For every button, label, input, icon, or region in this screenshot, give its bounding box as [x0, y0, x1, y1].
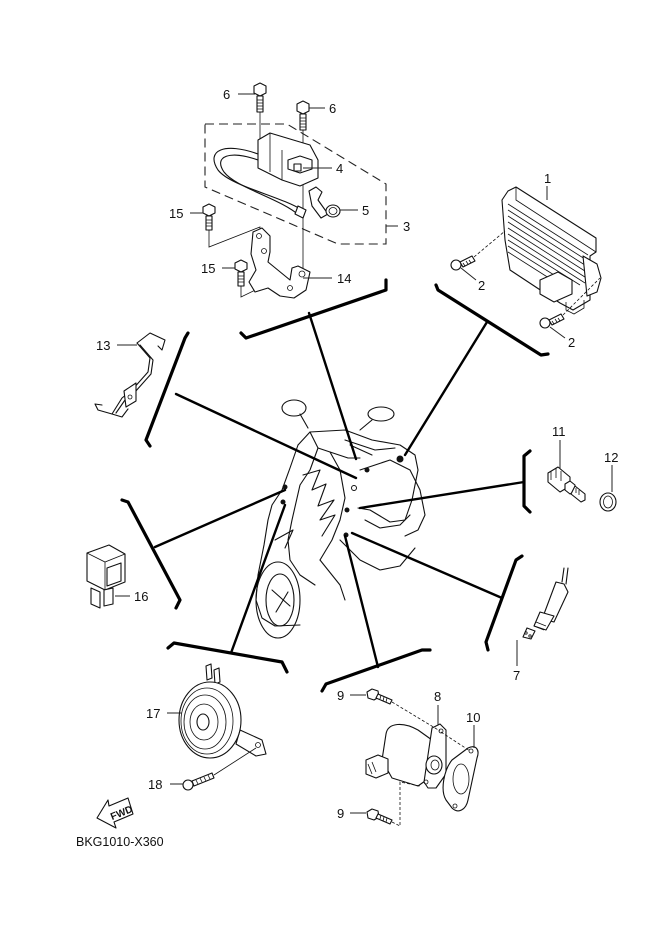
- ignition-coil-group: [202, 82, 387, 299]
- callout-10[interactable]: 10: [466, 710, 480, 725]
- callout-3[interactable]: 3: [403, 219, 410, 234]
- forward-direction-arrow: FWD: [96, 797, 134, 829]
- gasket-drawing[interactable]: [442, 746, 479, 812]
- leader-lines: [115, 93, 613, 814]
- callout-brackets: [120, 278, 550, 693]
- location-markers: [280, 455, 404, 538]
- scooter-drawing: [255, 399, 426, 639]
- assembly-outline: [204, 123, 387, 245]
- bolt-icon[interactable]: [366, 688, 441, 732]
- callout-2[interactable]: 2: [568, 335, 575, 350]
- diagram-code: BKG1010-X360: [76, 835, 164, 849]
- callout-9[interactable]: 9: [337, 806, 344, 821]
- callout-18[interactable]: 18: [148, 777, 162, 792]
- callout-labels: 1 2 2 3 4 5 6 6 7 8 9 9 10 11 12 13 14 1…: [96, 87, 618, 821]
- callout-11[interactable]: 11: [552, 424, 566, 439]
- bolt-icon[interactable]: [253, 82, 267, 145]
- gasket-washer-drawing[interactable]: [599, 492, 617, 512]
- relay-drawing[interactable]: [86, 544, 126, 609]
- callout-17[interactable]: 17: [146, 706, 160, 721]
- callout-1[interactable]: 1: [544, 171, 551, 186]
- callout-16[interactable]: 16: [134, 589, 148, 604]
- callout-4[interactable]: 4: [336, 161, 343, 176]
- bolt-icon[interactable]: [202, 203, 216, 231]
- idle-control-valve-drawing[interactable]: [365, 723, 447, 789]
- callout-14[interactable]: 14: [337, 271, 351, 286]
- oxygen-sensor-drawing[interactable]: [522, 567, 569, 640]
- bolt-icon[interactable]: [182, 747, 257, 791]
- callout-6[interactable]: 6: [329, 101, 336, 116]
- ignition-coil-drawing[interactable]: [213, 132, 341, 219]
- callout-15[interactable]: 15: [169, 206, 183, 221]
- callout-2[interactable]: 2: [478, 278, 485, 293]
- ecu-drawing[interactable]: [501, 186, 602, 315]
- callout-15[interactable]: 15: [201, 261, 215, 276]
- bolt-icon[interactable]: [450, 230, 506, 271]
- callout-6[interactable]: 6: [223, 87, 230, 102]
- bolt-icon[interactable]: [296, 100, 310, 270]
- temperature-sensor-drawing[interactable]: [547, 466, 586, 503]
- callout-5[interactable]: 5: [362, 203, 369, 218]
- wire-holder-drawing[interactable]: [94, 332, 166, 418]
- bolt-icon[interactable]: [234, 259, 248, 287]
- bolt-icon[interactable]: [539, 277, 601, 329]
- coil-bracket-drawing[interactable]: [248, 227, 311, 299]
- callout-7[interactable]: 7: [513, 668, 520, 683]
- callout-9[interactable]: 9: [337, 688, 344, 703]
- horn-drawing[interactable]: [178, 663, 267, 759]
- callout-12[interactable]: 12: [604, 450, 618, 465]
- callout-13[interactable]: 13: [96, 338, 110, 353]
- bolt-icon[interactable]: [366, 781, 421, 827]
- callout-8[interactable]: 8: [434, 689, 441, 704]
